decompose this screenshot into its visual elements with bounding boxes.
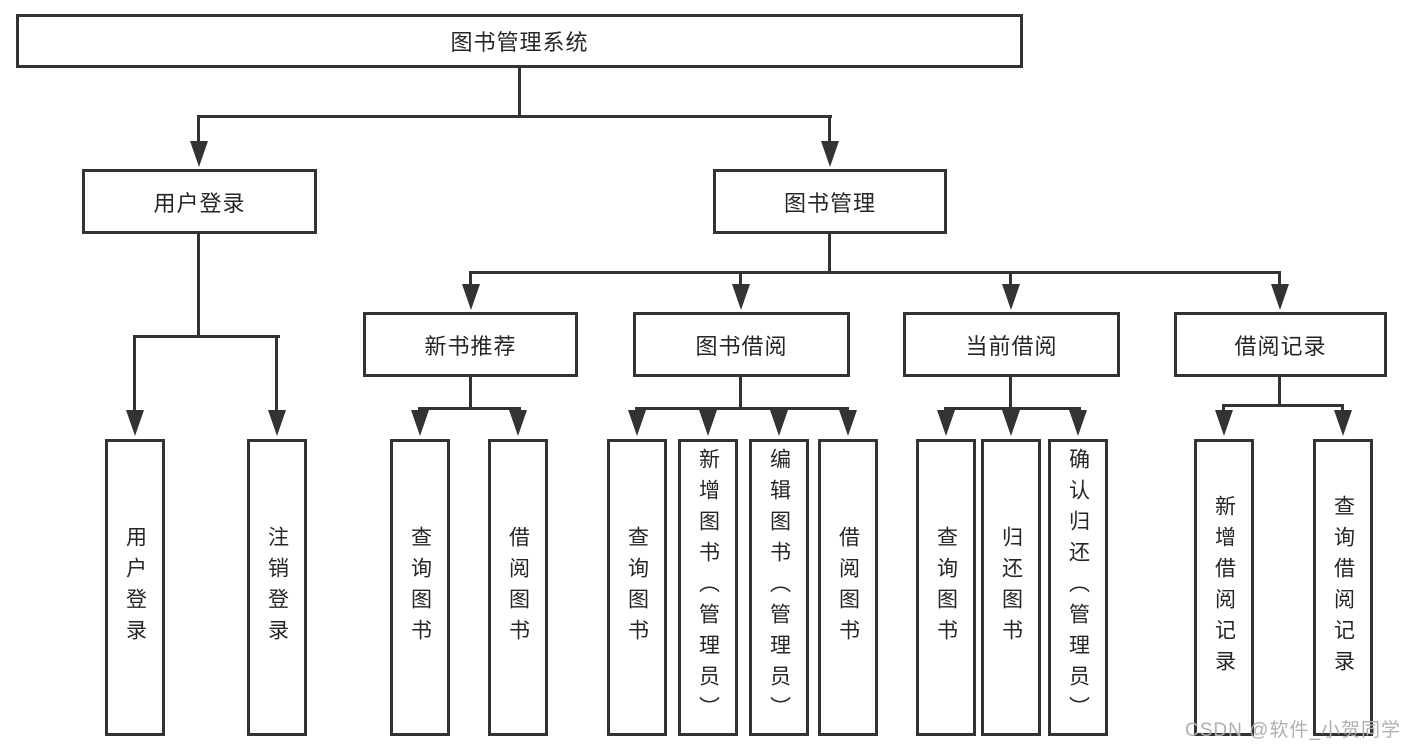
node-new-book-recommend: 新书推荐: [363, 312, 578, 377]
node-user-login-label: 用户登录: [153, 190, 246, 216]
connector-line: [739, 271, 742, 287]
connector-arrow: [411, 410, 429, 436]
connector-arrow: [732, 284, 750, 310]
connector-line: [197, 234, 200, 338]
connector-line: [1009, 271, 1012, 287]
connector-line: [469, 271, 1281, 274]
connector-line: [418, 407, 521, 410]
connector-arrow: [509, 410, 527, 436]
leaf-logout-label: 注销登录: [265, 525, 289, 650]
connector-arrow: [1271, 284, 1289, 310]
connector-line: [133, 335, 136, 415]
connector-line: [828, 234, 831, 274]
connector-line: [828, 115, 831, 147]
node-book-management: 图书管理: [713, 169, 947, 234]
leaf-query-borrow-record: 查询借阅记录: [1313, 439, 1373, 736]
connector-line: [197, 115, 200, 147]
node-root-label: 图书管理系统: [450, 30, 589, 55]
connector-arrow: [126, 410, 144, 436]
connector-line: [944, 407, 1081, 410]
connector-line: [275, 335, 278, 415]
node-book-management-label: 图书管理: [783, 190, 876, 216]
connector-line: [1278, 271, 1281, 287]
connector-arrow: [190, 141, 208, 167]
connector-line: [635, 407, 849, 410]
leaf-query-borrow-record-label: 查询借阅记录: [1331, 494, 1355, 681]
connector-arrow: [1334, 410, 1352, 436]
node-root-system: 图书管理系统: [16, 14, 1023, 68]
leaf-edit-books-admin-label: 编辑图书（管理员）: [767, 448, 791, 727]
node-borrow-records-label: 借阅记录: [1234, 333, 1327, 359]
connector-line: [133, 335, 280, 338]
connector-arrow: [628, 410, 646, 436]
node-borrow-records: 借阅记录: [1174, 312, 1387, 377]
connector-line: [469, 377, 472, 410]
leaf-query-books-borrowing: 查询图书: [607, 439, 667, 736]
leaf-confirm-return-admin-label: 确认归还（管理员）: [1066, 448, 1090, 727]
connector-line: [1278, 377, 1281, 407]
node-book-borrowing-label: 图书借阅: [695, 333, 788, 359]
connector-arrow: [268, 410, 286, 436]
connector-line: [518, 68, 521, 118]
node-current-borrowing: 当前借阅: [903, 312, 1120, 377]
leaf-query-books-recommend-label: 查询图书: [408, 525, 432, 650]
leaf-user-login: 用户登录: [105, 439, 165, 736]
leaf-query-books-borrowing-label: 查询图书: [625, 525, 649, 650]
node-current-borrowing-label: 当前借阅: [965, 333, 1058, 359]
leaf-borrow-books: 借阅图书: [818, 439, 878, 736]
leaf-confirm-return-admin: 确认归还（管理员）: [1048, 439, 1108, 736]
connector-arrow: [770, 410, 788, 436]
connector-line: [1222, 404, 1344, 407]
leaf-edit-books-admin: 编辑图书（管理员）: [749, 439, 809, 736]
leaf-borrow-books-recommend-label: 借阅图书: [506, 525, 530, 650]
node-new-book-recommend-label: 新书推荐: [424, 333, 517, 359]
leaf-add-borrow-record-label: 新增借阅记录: [1212, 494, 1236, 681]
connector-line: [197, 115, 832, 118]
connector-arrow: [699, 410, 717, 436]
leaf-add-books-admin-label: 新增图书（管理员）: [696, 448, 720, 727]
connector-arrow: [1069, 410, 1087, 436]
leaf-user-login-label: 用户登录: [123, 525, 147, 650]
node-book-borrowing: 图书借阅: [633, 312, 850, 377]
leaf-query-books-recommend: 查询图书: [390, 439, 450, 736]
connector-arrow: [1002, 410, 1020, 436]
leaf-add-borrow-record: 新增借阅记录: [1194, 439, 1254, 736]
connector-line: [469, 271, 472, 287]
connector-arrow: [839, 410, 857, 436]
connector-arrow: [1215, 410, 1233, 436]
leaf-add-books-admin: 新增图书（管理员）: [678, 439, 738, 736]
connector-line: [1009, 377, 1012, 410]
leaf-logout: 注销登录: [247, 439, 307, 736]
leaf-return-books-label: 归还图书: [999, 525, 1023, 650]
node-user-login: 用户登录: [82, 169, 317, 234]
leaf-query-books-current-label: 查询图书: [934, 525, 958, 650]
connector-arrow: [462, 284, 480, 310]
leaf-borrow-books-recommend: 借阅图书: [488, 439, 548, 736]
connector-arrow: [1002, 284, 1020, 310]
watermark-text: CSDN @软件_小贺同学: [1185, 720, 1401, 741]
connector-line: [739, 377, 742, 410]
leaf-return-books: 归还图书: [981, 439, 1041, 736]
connector-arrow: [821, 141, 839, 167]
leaf-borrow-books-label: 借阅图书: [836, 525, 860, 650]
leaf-query-books-current: 查询图书: [916, 439, 976, 736]
connector-arrow: [937, 410, 955, 436]
